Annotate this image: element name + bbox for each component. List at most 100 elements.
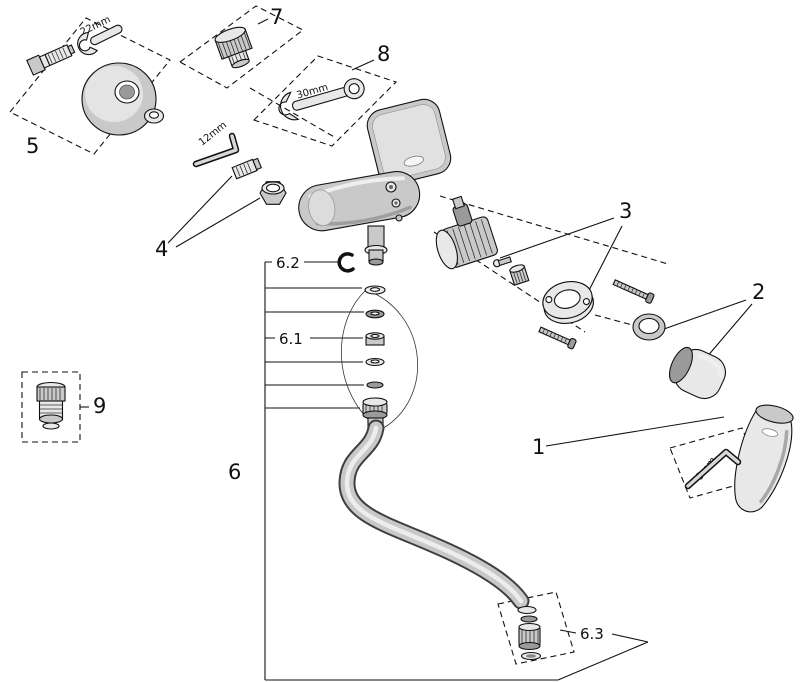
adapter-top xyxy=(214,26,246,43)
leader-part4 xyxy=(167,175,261,248)
spline-adapter xyxy=(509,264,530,286)
part-label-4: 4 xyxy=(155,237,168,261)
aerator-knurl xyxy=(521,629,539,644)
body-port-1-center xyxy=(389,185,393,189)
nut-hole xyxy=(265,183,281,193)
part-label-5: 5 xyxy=(26,134,39,158)
flange-bolt-hole-2 xyxy=(582,297,590,306)
leader-part8 xyxy=(351,59,375,71)
dashed-box-hexkey3 xyxy=(669,427,763,499)
stack-collar-knurl xyxy=(365,403,383,414)
insert-bottom xyxy=(38,414,64,424)
o-ring-inner xyxy=(638,317,660,335)
insert-upper-body xyxy=(36,386,66,402)
lever-handle-cap xyxy=(755,404,794,424)
mixer-body xyxy=(298,171,421,232)
mounting-flange xyxy=(542,281,594,324)
cartridge xyxy=(435,195,498,270)
part-label-6-2: 6.2 xyxy=(276,254,300,272)
outlet-end xyxy=(368,258,384,266)
outlet-neck xyxy=(367,225,385,249)
part-9-group xyxy=(36,381,66,430)
part-2-group xyxy=(632,313,727,400)
spline-adapter-top xyxy=(509,264,525,273)
dashed-box-part7 xyxy=(178,5,305,89)
washer-small-hole xyxy=(148,111,160,119)
part-5-group: 22mm xyxy=(26,14,165,136)
retaining-clip xyxy=(337,252,355,273)
body-port-2-center xyxy=(394,201,398,205)
part-label-1: 1 xyxy=(532,435,545,459)
lever-handle-shade xyxy=(759,429,789,504)
part-label-6-3: 6.3 xyxy=(580,625,604,643)
aerator-end-hole xyxy=(526,654,536,658)
part-6-group xyxy=(337,252,542,661)
part-label-9: 9 xyxy=(93,394,106,418)
part-label-3: 3 xyxy=(619,199,632,223)
brand-badge xyxy=(403,155,424,167)
hex-key-12-highlight xyxy=(194,134,238,166)
body-port-3 xyxy=(395,214,403,222)
hex-key-3-highlight xyxy=(686,450,740,488)
flange-screw-1-head xyxy=(645,292,655,304)
cartridge-stem-tip xyxy=(451,195,465,210)
aerator-assembly xyxy=(517,605,542,661)
mounting-nut xyxy=(259,181,287,205)
wrench-22-jaw xyxy=(77,31,99,55)
part-label-6-1: 6.1 xyxy=(279,330,303,348)
wrench-22-handle xyxy=(90,24,123,46)
bracket-part6 xyxy=(264,262,649,681)
lever-handle xyxy=(734,404,794,513)
union-tip xyxy=(67,44,76,55)
spline-adapter-knurl xyxy=(512,267,527,284)
part-label-7: 7 xyxy=(270,5,283,29)
aerator-oring xyxy=(520,615,538,623)
adapter-knurl xyxy=(217,31,251,59)
part-7-group xyxy=(214,26,253,69)
part-3-group xyxy=(435,195,655,350)
dashed-axis-oring xyxy=(594,314,637,327)
leader-part1 xyxy=(545,416,725,447)
wrench-30-jaw xyxy=(278,91,300,121)
dome-cap xyxy=(668,346,727,400)
dashed-box-part8 xyxy=(252,55,398,147)
stack-collar xyxy=(362,397,388,420)
stud-threads xyxy=(235,162,252,177)
adapter-bottom xyxy=(231,58,250,69)
wrench-30-ring-hole xyxy=(348,83,360,95)
part-4-group: 12mm xyxy=(192,120,287,205)
leader-part3 xyxy=(499,217,623,301)
union-threads xyxy=(47,47,68,64)
flange-screw-2-head xyxy=(567,337,577,350)
spout-tube-highlight xyxy=(344,425,524,604)
leader-part63 xyxy=(559,629,649,643)
wall-plate-face xyxy=(372,104,446,180)
part-8-group: 30mm xyxy=(278,78,365,121)
cartridge-screw xyxy=(492,256,512,268)
dashed-connector-7-to-body xyxy=(249,87,337,139)
ticks-part6 xyxy=(265,261,364,409)
dashed-box-part63 xyxy=(497,591,575,665)
leader-part2 xyxy=(663,299,753,359)
insert-end xyxy=(42,422,60,430)
lever-brand-badge xyxy=(761,428,779,437)
insert-knurl xyxy=(39,388,61,400)
mixer-body-end-face xyxy=(308,189,336,227)
flange-hole xyxy=(553,289,581,309)
adapter-threads xyxy=(231,52,247,66)
stack-washer-2-hole xyxy=(370,359,380,364)
part-label-2: 2 xyxy=(752,280,765,304)
faucet-body-group xyxy=(298,98,452,266)
aerator-bottom xyxy=(518,641,541,651)
stack-oring-1-hole xyxy=(370,311,380,316)
cartridge-screw-shaft xyxy=(497,256,512,267)
cartridge-face xyxy=(435,229,458,270)
stack-ring-hole xyxy=(370,333,380,339)
stack-oring-2 xyxy=(366,381,384,389)
hex-key-12-size: 12mm xyxy=(197,120,229,149)
flange-screw-1 xyxy=(612,279,655,304)
wrench-22-icon: 22mm xyxy=(77,14,123,55)
aerator-nut xyxy=(517,605,537,615)
